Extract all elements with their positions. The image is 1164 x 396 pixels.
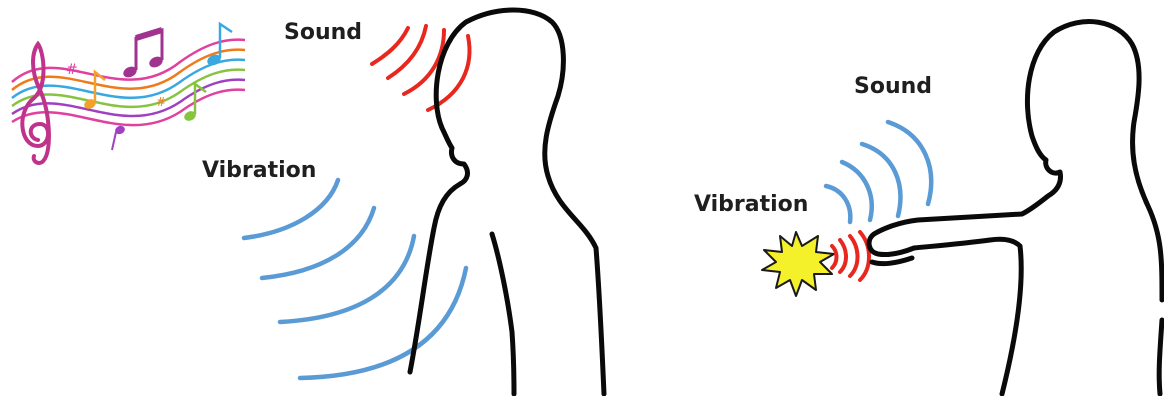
colorful-music-staff-icon: # # bbox=[12, 24, 245, 163]
left-vibration-label: Vibration bbox=[202, 158, 316, 183]
svg-text:#: # bbox=[66, 62, 78, 78]
left-sound-label: Sound bbox=[284, 20, 362, 45]
left-sound-waves bbox=[372, 26, 469, 110]
impact-burst-icon bbox=[762, 232, 834, 296]
svg-text:#: # bbox=[156, 95, 166, 109]
left-vibration-waves bbox=[244, 180, 466, 378]
right-vibration-label: Vibration bbox=[694, 192, 808, 217]
left-panel: # # Sound Vibration bbox=[12, 10, 604, 394]
right-sound-waves bbox=[826, 122, 931, 222]
right-sound-label: Sound bbox=[854, 74, 932, 99]
left-person-silhouette bbox=[410, 10, 604, 394]
right-panel: Sound Vibration bbox=[694, 22, 1162, 394]
right-vibration-waves bbox=[832, 232, 869, 280]
